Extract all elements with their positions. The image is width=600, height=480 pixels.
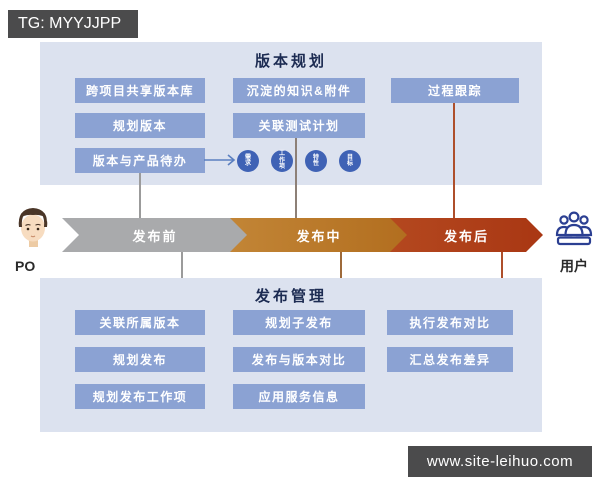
person-avatar-icon xyxy=(18,208,48,247)
circle-feature: 特 性 xyxy=(305,150,327,172)
connector-line xyxy=(453,103,455,218)
po-label: PO xyxy=(15,258,36,274)
circle-work-item: 工 作 项 xyxy=(271,150,293,172)
watermark-bottom-text: www.site-leihuo.com xyxy=(426,453,574,470)
arrow-right-icon xyxy=(204,154,236,166)
node-summarize-release-diff: 汇总发布差异 xyxy=(387,347,513,372)
stage-post-release-label: 发布后 xyxy=(443,228,489,244)
connector-line xyxy=(295,138,297,218)
node-link-test-plan: 关联测试计划 xyxy=(233,113,365,138)
node-plan-release-work-items: 规划发布工作项 xyxy=(75,384,205,409)
watermark-top-text: TG: MYYJJPP xyxy=(18,15,122,32)
node-plan-sub-release: 规划子发布 xyxy=(233,310,365,335)
stage-pre-release: 发布前 xyxy=(62,218,248,252)
node-cross-project-shared-repo: 跨项目共享版本库 xyxy=(75,78,205,103)
node-release-version-compare: 发布与版本对比 xyxy=(233,347,365,372)
node-link-parent-version: 关联所属版本 xyxy=(75,310,205,335)
release-management-panel: 发布管理 关联所属版本 规划发布 规划发布工作项 规划子发布 发布与版本对比 应… xyxy=(40,278,542,432)
circle-requirement: 需 求 xyxy=(237,150,259,172)
stage-post-release: 发布后 xyxy=(390,218,543,252)
users-label: 用户 xyxy=(560,258,588,274)
stage-in-release-label: 发布中 xyxy=(296,228,342,244)
watermark-bottom-banner: www.site-leihuo.com xyxy=(408,446,592,477)
version-planning-panel: 版本规划 跨项目共享版本库 规划版本 版本与产品待办 沉淀的知识&附件 关联测试… xyxy=(40,42,542,185)
circle-goal: 目 标 xyxy=(339,150,361,172)
node-plan-version: 规划版本 xyxy=(75,113,205,138)
node-app-service-info: 应用服务信息 xyxy=(233,384,365,409)
node-execute-release-compare: 执行发布对比 xyxy=(387,310,513,335)
stage-pre-release-label: 发布前 xyxy=(132,228,178,244)
watermark-top-banner: TG: MYYJJPP xyxy=(8,10,138,38)
node-version-product-backlog: 版本与产品待办 xyxy=(75,148,205,173)
users-group-icon xyxy=(555,211,593,246)
node-process-tracking: 过程跟踪 xyxy=(391,78,519,103)
version-planning-title: 版本规划 xyxy=(254,53,327,70)
connector-line xyxy=(139,173,141,218)
node-knowledge-attachments: 沉淀的知识&附件 xyxy=(233,78,365,103)
release-management-title: 发布管理 xyxy=(254,288,327,305)
stage-in-release: 发布中 xyxy=(230,218,408,252)
node-plan-release: 规划发布 xyxy=(75,347,205,372)
